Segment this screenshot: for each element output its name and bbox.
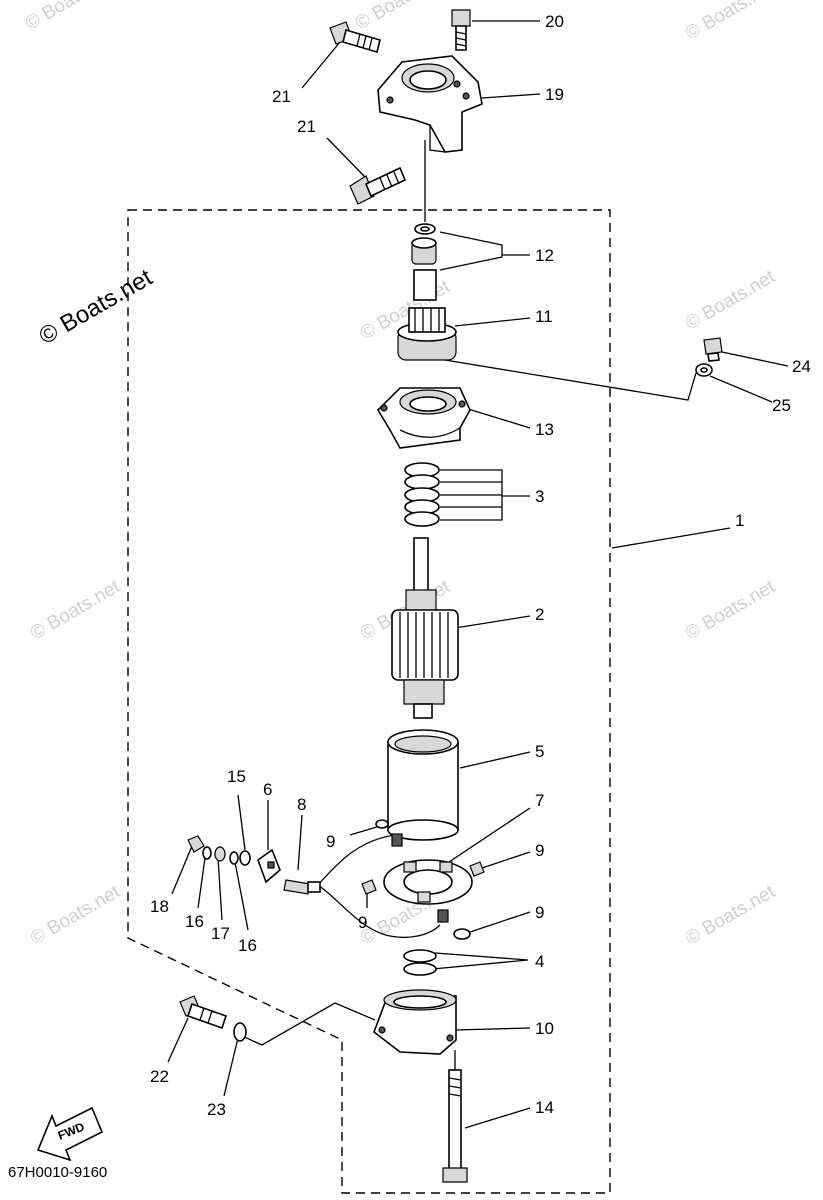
watermark: © Boats.net <box>27 881 124 949</box>
callout-15: 15 <box>227 767 246 786</box>
part-bracket-19[interactable] <box>377 55 483 153</box>
callout-16: 16 <box>185 912 204 931</box>
callout-7: 7 <box>535 791 544 810</box>
part-washer-25[interactable] <box>695 363 713 377</box>
watermark: © Boats.net <box>352 0 449 34</box>
part-washer-16b[interactable] <box>229 851 239 865</box>
part-screw-9a[interactable] <box>375 819 389 829</box>
watermark: © Boats.net <box>682 0 779 44</box>
callout-13: 13 <box>535 420 554 439</box>
watermark: © Boats.net <box>682 266 779 334</box>
callout-23: 23 <box>207 1100 226 1119</box>
callout-9: 9 <box>535 841 544 860</box>
part-screw-9d[interactable] <box>453 928 471 940</box>
callout-6: 6 <box>263 780 272 799</box>
callout-1: 1 <box>735 511 744 530</box>
part-yoke-5[interactable] <box>387 729 459 841</box>
callout-21: 21 <box>297 117 316 136</box>
part-washer-set-3[interactable] <box>404 462 440 527</box>
callout-25: 25 <box>772 396 791 415</box>
fwd-direction-arrow: FWD <box>36 1106 104 1162</box>
part-pinion-11[interactable] <box>397 307 457 361</box>
part-stop-set-12[interactable] <box>411 223 437 301</box>
callout-5: 5 <box>535 742 544 761</box>
callout-16: 16 <box>238 936 257 955</box>
callout-9: 9 <box>326 832 335 851</box>
part-nut-9c[interactable] <box>361 879 377 895</box>
part-washer-set-4[interactable] <box>403 949 437 976</box>
part-terminal-6[interactable] <box>257 848 281 884</box>
part-brush-holder-7[interactable] <box>383 833 473 923</box>
callout-9: 9 <box>358 913 367 932</box>
callout-9: 9 <box>535 903 544 922</box>
leader-lines <box>167 20 789 1129</box>
part-armature-2[interactable] <box>391 537 459 719</box>
callout-11: 11 <box>535 307 553 326</box>
callout-24: 24 <box>792 357 811 376</box>
part-bolt-20[interactable] <box>451 9 471 51</box>
watermark: © Boats.net <box>682 576 779 644</box>
callout-17: 17 <box>211 924 230 943</box>
callout-8: 8 <box>297 795 306 814</box>
part-terminal-bolt-8[interactable] <box>283 879 321 895</box>
watermark-main: © Boats.net <box>35 264 158 350</box>
part-screw-24[interactable] <box>703 337 723 362</box>
part-through-bolt-14[interactable] <box>442 1069 468 1183</box>
callout-4: 4 <box>535 952 544 971</box>
part-nut-17[interactable] <box>214 846 226 862</box>
watermark: © Boats.net <box>27 576 124 644</box>
part-rear-cover-10[interactable] <box>373 989 457 1055</box>
part-front-cover-13[interactable] <box>376 387 471 449</box>
part-bolt-22[interactable] <box>179 995 228 1030</box>
watermark: © Boats.net <box>682 881 779 949</box>
callout-18: 18 <box>150 897 169 916</box>
part-bolt-21-lower[interactable] <box>349 166 407 205</box>
callout-2: 2 <box>535 605 544 624</box>
callout-21: 21 <box>272 87 291 106</box>
diagram-code: 67H0010-9160 <box>8 1164 107 1181</box>
callout-19: 19 <box>545 85 564 104</box>
callout-3: 3 <box>535 487 544 506</box>
watermark: © Boats.net <box>22 0 119 34</box>
part-screw-9b[interactable] <box>469 861 485 877</box>
callout-12: 12 <box>535 246 554 265</box>
callout-labels: 20 21 19 21 12 11 24 25 13 3 1 2 5 15 6 … <box>150 12 811 1119</box>
part-bolt-21-upper[interactable] <box>329 21 381 54</box>
callout-10: 10 <box>535 1019 554 1038</box>
callout-22: 22 <box>150 1067 169 1086</box>
assembly-boundary <box>127 209 611 1194</box>
part-washer-23[interactable] <box>233 1022 247 1042</box>
part-washer-16a[interactable] <box>202 846 212 860</box>
callout-14: 14 <box>535 1098 554 1117</box>
part-nut-18[interactable] <box>187 835 205 853</box>
part-washer-15[interactable] <box>239 850 251 866</box>
callout-20: 20 <box>545 12 564 31</box>
